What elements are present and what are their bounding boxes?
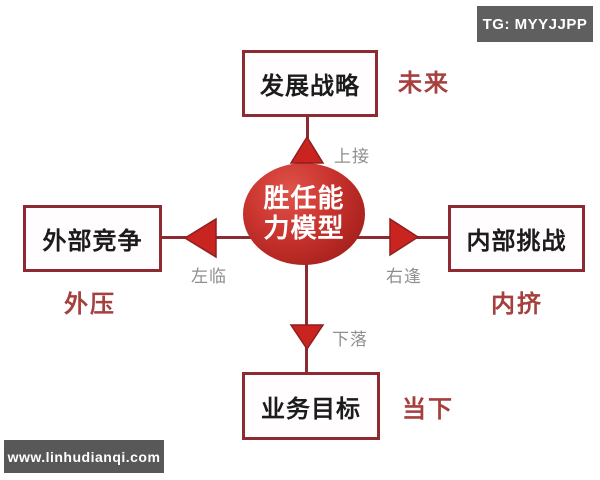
site-watermark-badge: www.linhudianqi.com [4,440,164,473]
edge-label-left: 左临 [191,267,227,286]
node-box-internal-challenge: 内部挑战 [448,205,585,272]
center-circle-label: 胜任能 力模型 [263,183,345,243]
node-box-external-competition: 外部竞争 [23,205,162,272]
node-box-development-strategy: 发展战略 [242,50,378,117]
edge-label-top: 上接 [334,147,370,166]
connector-bottom-line [305,263,308,373]
edge-label-bottom: 下落 [332,330,368,349]
connector-top-line [306,117,309,144]
tag-future: 未来 [398,70,450,97]
tg-watermark-badge: TG: MYYJJPP [477,6,593,42]
tag-internal-squeeze: 内挤 [491,291,543,318]
node-box-business-goal: 业务目标 [242,372,380,440]
tag-external-pressure: 外压 [64,291,116,318]
center-circle-node: 胜任能 力模型 [243,163,365,265]
tag-present: 当下 [402,396,454,423]
edge-label-right: 右逢 [386,267,422,286]
